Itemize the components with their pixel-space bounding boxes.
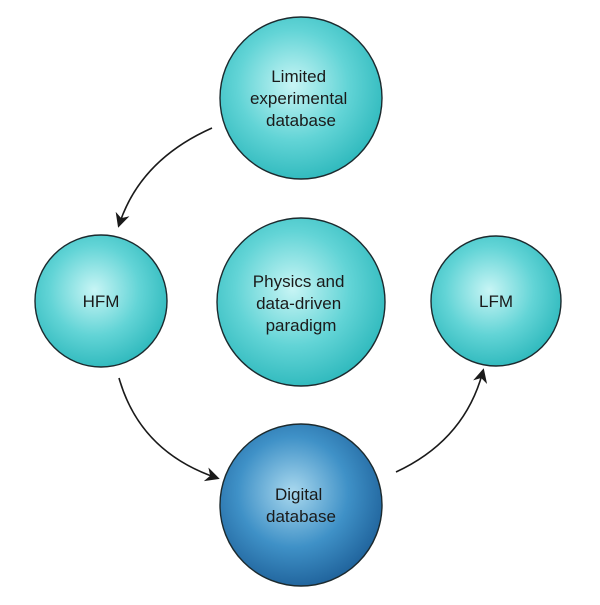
node-limited-experimental-database: Limited experimental database [219,16,383,180]
node-label-line: Physics and [253,272,345,291]
node-circle [219,423,383,587]
svg-text:Digital database: Digital database [266,485,336,526]
arrow-limited-to-hfm [115,127,213,228]
svg-text:Physics and data-driven: Physics and data-driven paradigm [253,272,349,335]
node-physics-data-driven-paradigm: Physics and data-driven paradigm [216,217,386,387]
node-label-line: database [266,111,336,130]
svg-text:LFM: LFM [479,292,513,311]
node-label-line: LFM [479,292,513,311]
node-label-line: Digital [275,485,322,504]
arrow-digital-to-lfm [395,368,488,473]
svg-text:HFM: HFM [83,292,120,311]
node-circle [430,235,562,367]
node-label-line: experimental [250,89,347,108]
node-lfm: LFM [430,235,562,367]
arrow-hfm-to-digital [118,377,220,482]
node-label-line: data-driven [256,294,341,313]
node-digital-database: Digital database [219,423,383,587]
node-circle [216,217,386,387]
node-circle [34,234,168,368]
node-label-line: paradigm [266,316,337,335]
arrows [115,127,488,482]
svg-text:Limited experimental: Limited experimental database [250,67,352,130]
node-label-line: HFM [83,292,120,311]
node-label-line: database [266,507,336,526]
node-label-line: Limited [271,67,326,86]
node-circle [219,16,383,180]
node-hfm: HFM [34,234,168,368]
